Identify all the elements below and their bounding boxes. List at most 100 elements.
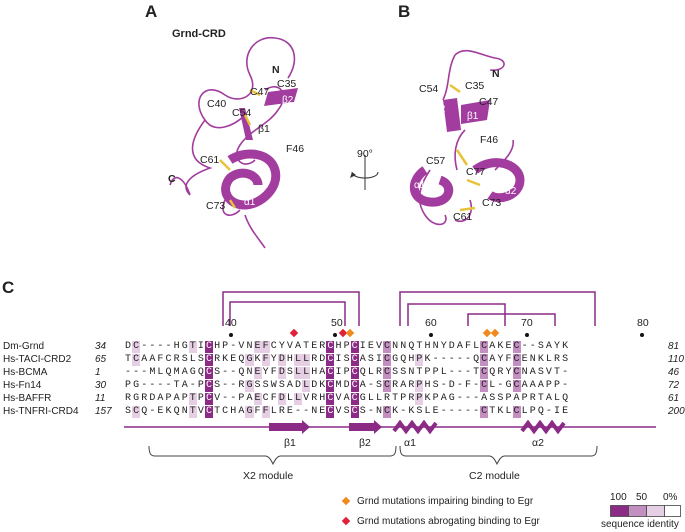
residue: L (286, 393, 293, 404)
residue: R (408, 393, 415, 404)
residue: - (295, 406, 302, 417)
structure-b-alpha2: α2 (505, 186, 517, 197)
residue: C (326, 406, 335, 418)
residue: T (214, 406, 221, 417)
residue: E (432, 406, 439, 417)
residue: S (400, 367, 407, 378)
residue: S (375, 380, 382, 391)
residue: N (246, 367, 253, 378)
residue: F (505, 354, 512, 365)
residue: - (464, 354, 471, 365)
residue: - (149, 341, 156, 352)
residue: L (505, 406, 512, 417)
residue: S (278, 380, 285, 391)
residue: C (512, 354, 521, 366)
residue: C (480, 406, 489, 418)
structure-a-c47: C47 (250, 86, 270, 98)
residue: T (188, 406, 197, 418)
residue: H (311, 367, 318, 378)
residue: N (392, 341, 399, 352)
residue: N (375, 406, 382, 417)
residue: P (554, 380, 561, 391)
residue: E (253, 393, 262, 405)
residue: S (537, 341, 544, 352)
residue: M (149, 367, 156, 378)
residue: P (424, 367, 431, 378)
alpha2-helix-b (472, 158, 525, 203)
residue: I (197, 341, 204, 352)
residue: L (302, 380, 311, 392)
residue: - (440, 380, 447, 391)
residue: A (529, 380, 536, 391)
residue: L (367, 393, 374, 404)
structure-a-c35: C35 (277, 78, 297, 90)
residue: - (440, 354, 447, 365)
seq-end: 200 (668, 406, 685, 417)
residue: P (222, 341, 229, 352)
residue: - (157, 341, 164, 352)
residue: L (489, 380, 496, 391)
residue: T (303, 341, 310, 352)
structure-a-ribbon (169, 37, 298, 249)
residue: P (545, 380, 552, 391)
residue: D (277, 367, 286, 379)
residue: G (181, 341, 188, 352)
residue: - (464, 367, 471, 378)
residue: L (367, 367, 374, 378)
residue: M (173, 367, 180, 378)
residue: G (505, 380, 512, 391)
residue: C (350, 367, 359, 379)
residue: - (133, 367, 140, 378)
residue: - (473, 380, 480, 391)
residue: H (286, 354, 293, 365)
residue: K (319, 380, 326, 391)
residue: E (253, 367, 262, 379)
seq-end: 46 (668, 367, 680, 378)
legend-red-text: Grnd mutations abrogating binding to Egr (357, 516, 540, 527)
residue: Q (359, 367, 366, 378)
residue: G (245, 354, 254, 366)
residue: - (456, 393, 463, 404)
structure-a-beta2: β2 (282, 95, 294, 106)
residue: N (246, 341, 253, 352)
residue: A (181, 380, 188, 391)
structure-b-alpha1: α1 (414, 180, 426, 191)
residue: I (335, 354, 342, 365)
residue: C (512, 367, 521, 379)
residue: G (133, 393, 140, 404)
residue: T (554, 367, 561, 378)
structure-a-c-term: C (168, 173, 176, 185)
residue: C (132, 341, 141, 353)
residue: A (513, 393, 520, 404)
residue: E (505, 341, 512, 352)
residue: - (222, 393, 229, 404)
residue: P (432, 393, 439, 404)
residue: C (512, 406, 521, 418)
residue: R (278, 406, 285, 417)
residue: R (214, 354, 221, 365)
residue: - (464, 406, 471, 417)
residue: A (181, 367, 188, 378)
residue: A (359, 354, 366, 365)
residue: C (204, 406, 214, 418)
residue: Q (562, 393, 569, 404)
residue: A (400, 380, 407, 391)
residue: T (489, 406, 496, 417)
structure-b-c54: C54 (419, 83, 439, 95)
residue: T (188, 393, 197, 405)
residue: D (448, 380, 455, 391)
scale-label-50: 50 (636, 492, 648, 503)
residue: R (375, 367, 382, 378)
residue: G (133, 380, 140, 391)
residue: C (270, 341, 277, 352)
residue: R (141, 393, 148, 404)
residue: V (335, 406, 342, 417)
structure-a-c61: C61 (200, 154, 220, 166)
residue: R (311, 354, 318, 365)
residue: L (293, 393, 303, 405)
residue: - (141, 367, 148, 378)
label-alpha1: α1 (404, 437, 416, 449)
residue: A (343, 393, 350, 404)
seq-start: 1 (95, 367, 101, 378)
